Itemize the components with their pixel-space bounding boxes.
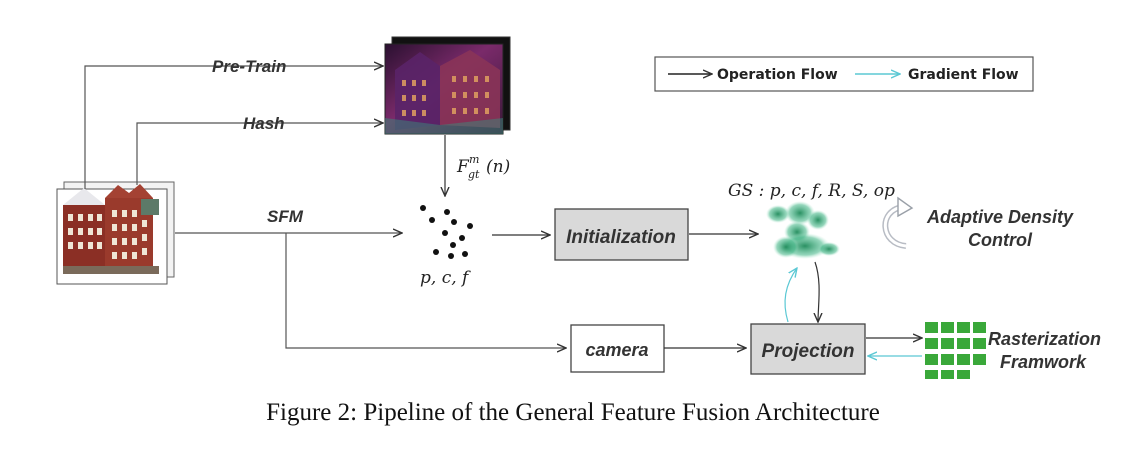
figure-caption: Figure 2: Pipeline of the General Featur… [266, 399, 880, 426]
gs-projection-edge [815, 261, 819, 322]
raster-label-line1: Rasterization [988, 329, 1101, 349]
legend-gradient-label: Gradient Flow [908, 67, 1019, 83]
building-photo-icon [56, 181, 175, 285]
initialization-box: Initialization [554, 208, 689, 261]
hash-label: Hash [243, 114, 285, 133]
pretrain-edge [84, 66, 383, 189]
projection-box: Projection [750, 323, 866, 375]
point-cloud-icon [420, 205, 473, 259]
legend-operation-label: Operation Flow [717, 67, 838, 83]
curved-arrow-icon [882, 196, 914, 249]
camera-label: camera [585, 340, 648, 360]
formula-base: F [456, 157, 470, 177]
pretrain-label: Pre-Train [212, 57, 286, 76]
hash-edge [136, 123, 383, 185]
grid-tiles-icon [925, 322, 986, 379]
adaptive-label-line1: Adaptive Density [926, 207, 1074, 227]
formula-arg: (n) [486, 157, 510, 177]
formula-sup: m [469, 153, 479, 166]
sfm-camera-edge [285, 233, 566, 348]
gs-label: GS : p, c, f, R, S, op [728, 181, 895, 201]
feature-map-image-icon [384, 36, 511, 135]
projection-label: Projection [762, 341, 855, 362]
legend: Operation Flow Gradient Flow [654, 56, 1034, 92]
gaussian-splat-icon [766, 201, 840, 259]
initialization-label: Initialization [566, 227, 676, 248]
projection-gs-gradient [784, 268, 797, 323]
formula-sub: gt [468, 168, 480, 181]
camera-box: camera [570, 324, 665, 373]
sfm-label: SFM [267, 207, 304, 226]
feature-gt-formula: F m gt (n) [456, 153, 510, 181]
adaptive-label-line2: Control [968, 230, 1033, 250]
raster-label-line2: Framwork [1000, 352, 1087, 372]
points-label: p, c, f [420, 268, 471, 288]
